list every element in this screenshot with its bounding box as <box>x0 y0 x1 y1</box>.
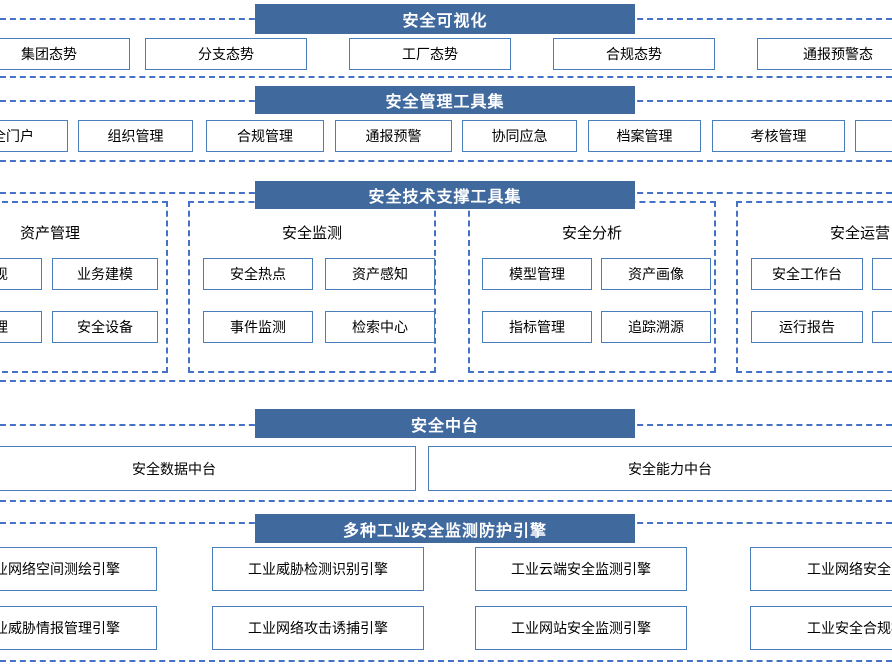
tile-factory-situation[interactable]: 工厂态势 <box>349 38 511 70</box>
tile-security-capability-platform[interactable]: 安全能力中台 <box>428 446 892 491</box>
group-security-analysis-label: 安全分析 <box>561 225 622 242</box>
tile-engine-threat-detection[interactable]: 工业威胁检测识别引擎 <box>212 547 424 591</box>
tile-operations-management[interactable]: 运 <box>855 120 892 152</box>
layer-tech-support-banner: 安全技术支撑工具集 <box>255 181 635 209</box>
tile-security-workbench[interactable]: 安全工作台 <box>751 258 863 290</box>
tile-assessment-management[interactable]: 考核管理 <box>712 120 845 152</box>
tile-engine-compliance-check[interactable]: 工业安全合规检 <box>750 606 892 650</box>
tile-security-hotspot[interactable]: 安全热点 <box>203 258 313 290</box>
tile-engine-attack-deception[interactable]: 工业网络攻击诱捕引擎 <box>212 606 424 650</box>
tile-operations-extra-1[interactable] <box>872 258 892 290</box>
tile-asset-awareness[interactable]: 资产感知 <box>325 258 435 290</box>
tile-search-center[interactable]: 检索中心 <box>325 311 435 343</box>
tile-archive-management[interactable]: 档案管理 <box>588 120 701 152</box>
tile-compliance-situation[interactable]: 合规态势 <box>553 38 715 70</box>
tile-asset-discovery[interactable]: 发现 <box>0 258 42 290</box>
layer-visualization-banner: 安全可视化 <box>255 4 635 34</box>
group-asset-management-container <box>0 201 168 373</box>
tile-business-modeling[interactable]: 业务建模 <box>52 258 158 290</box>
tile-engine-cloud-monitoring[interactable]: 工业云端安全监测引擎 <box>475 547 687 591</box>
tile-event-monitoring[interactable]: 事件监测 <box>203 311 313 343</box>
group-security-operations-container <box>736 201 892 373</box>
layer-engines-banner: 多种工业安全监测防护引擎 <box>255 514 635 543</box>
layer-management-tools-banner: 安全管理工具集 <box>255 86 635 114</box>
tile-engine-threat-intel-management[interactable]: 业威胁情报管理引擎 <box>0 606 157 650</box>
tile-engine-cyberspace-mapping[interactable]: 业网络空间测绘引擎 <box>0 547 157 591</box>
tile-engine-website-monitoring[interactable]: 工业网站安全监测引擎 <box>475 606 687 650</box>
tile-asset-profile[interactable]: 资产画像 <box>601 258 711 290</box>
tile-alert-notification[interactable]: 通报预警 <box>335 120 452 152</box>
tile-vulnerability-management[interactable]: 管理 <box>0 311 42 343</box>
tile-org-management[interactable]: 组织管理 <box>78 120 193 152</box>
tile-security-data-platform[interactable]: 安全数据中台 <box>0 446 416 491</box>
tile-alert-situation[interactable]: 通报预警态 <box>757 38 892 70</box>
tile-indicator-management[interactable]: 指标管理 <box>482 311 592 343</box>
layer-midplatform-banner: 安全中台 <box>255 409 635 438</box>
tile-model-management[interactable]: 模型管理 <box>482 258 592 290</box>
tile-trace-source[interactable]: 追踪溯源 <box>601 311 711 343</box>
group-security-operations-label: 安全运营 <box>829 225 890 242</box>
tile-compliance-management[interactable]: 合规管理 <box>206 120 324 152</box>
group-asset-management-label: 资产管理 <box>19 225 80 242</box>
tile-engine-network-protection[interactable]: 工业网络安全防 <box>750 547 892 591</box>
tile-operations-extra-2[interactable] <box>872 311 892 343</box>
tile-security-portal[interactable]: 全门户 <box>0 120 68 152</box>
tile-security-device[interactable]: 安全设备 <box>52 311 158 343</box>
tile-group-situation[interactable]: 集团态势 <box>0 38 130 70</box>
group-security-monitoring-label: 安全监测 <box>281 225 342 242</box>
tile-operation-report[interactable]: 运行报告 <box>751 311 863 343</box>
tile-collaborative-emergency[interactable]: 协同应急 <box>462 120 577 152</box>
tile-branch-situation[interactable]: 分支态势 <box>145 38 307 70</box>
